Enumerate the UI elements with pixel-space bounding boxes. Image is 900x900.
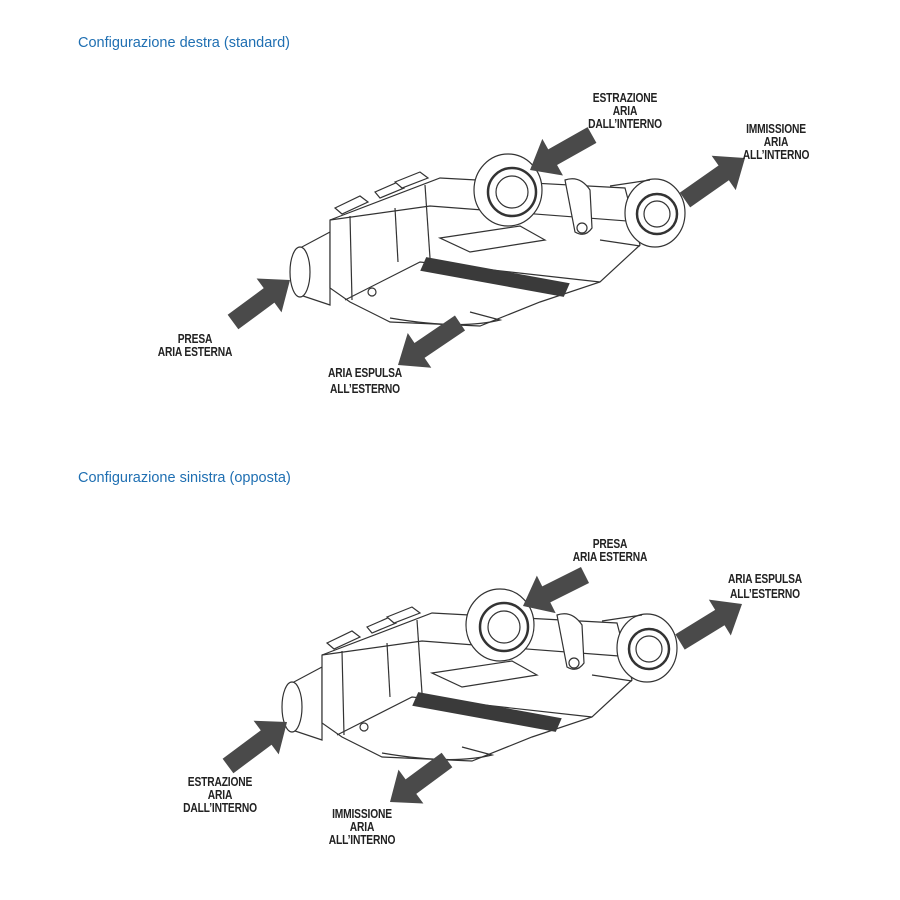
- airflow-arrow-6: [675, 599, 742, 650]
- airflow-arrows: [222, 127, 745, 804]
- airflow-arrow-4: [398, 315, 466, 368]
- section-title-right-config: Configurazione destra (standard): [78, 35, 290, 51]
- airflow-arrow-5: [523, 566, 590, 614]
- airflow-arrow-8: [390, 752, 453, 804]
- ventilation-unit-diagram-right: [289, 153, 686, 327]
- airflow-arrow-1: [530, 127, 597, 176]
- section-title-left-config: Configurazione sinistra (opposta): [78, 470, 291, 486]
- airflow-arrow-3: [227, 278, 290, 330]
- ventilation-unit-diagram-left: [281, 588, 678, 762]
- airflow-arrow-2: [679, 155, 745, 208]
- airflow-arrow-7: [222, 720, 287, 774]
